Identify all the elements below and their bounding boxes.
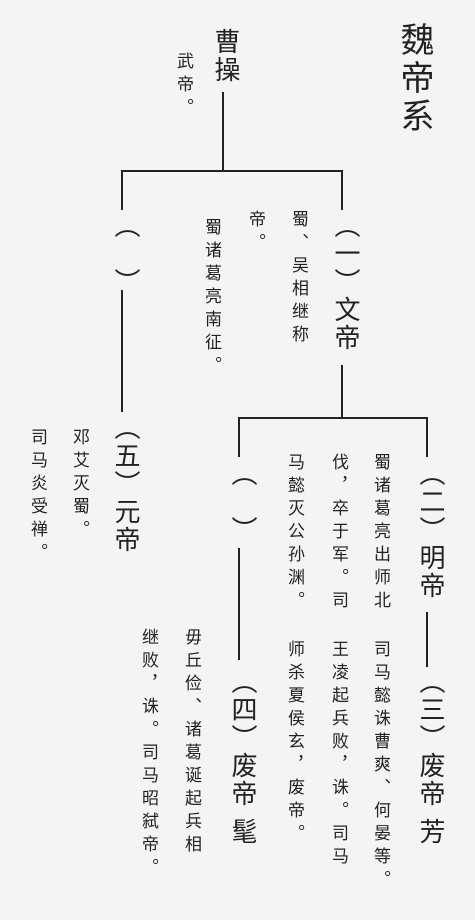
wendi-note-col1: 蜀、吴相继称 — [288, 210, 308, 348]
feidi-fang-note-col1: 司马懿诛曹爽、何晏等。 — [370, 640, 390, 893]
feidi-mao-note-col2: 继败，诛。司马昭弑帝。 — [138, 628, 158, 881]
gap2-placeholder: （ ） — [227, 460, 257, 544]
bracket-left-2 — [238, 417, 240, 457]
wendi-label: （一）文帝 — [330, 212, 360, 352]
gap2-line — [238, 548, 240, 660]
mingdi-label: （二）明帝 — [415, 460, 445, 600]
feidi-fang-note-col3: 师杀夏侯玄，废帝。 — [284, 640, 304, 847]
yuandi-label: （五）元帝 — [110, 414, 140, 554]
bracket-top-2 — [238, 417, 428, 419]
feidi-mao-note-col1: 毋丘俭、诸葛诞起兵相 — [181, 628, 201, 858]
bracket-left-1 — [121, 170, 123, 210]
mingdi-note-col2: 伐，卒于军。司 — [328, 453, 348, 614]
yuandi-note-col2: 司马炎受禅。 — [27, 428, 47, 566]
root-note: 武帝。 — [173, 52, 193, 121]
wendi-stem — [341, 365, 343, 419]
feidi-mao-label: （四）废帝 髦 — [227, 668, 257, 847]
root-name: 曹操 — [210, 28, 240, 84]
bracket-right-1 — [341, 170, 343, 210]
gap1-placeholder: （ ） — [110, 212, 140, 296]
bracket-top-1 — [121, 170, 343, 172]
root-stem — [222, 92, 224, 172]
feidi-fang-note-col2: 王凌起兵败，诛。司马 — [328, 640, 348, 870]
bracket-right-2 — [426, 417, 428, 457]
feidi-fang-label: （三）废帝 芳 — [415, 668, 445, 847]
page-title: 魏帝系 — [394, 22, 434, 136]
mingdi-stem — [426, 612, 428, 667]
yuandi-note-col1: 邓艾灭蜀。 — [69, 428, 89, 543]
wendi-note-col2: 帝。 — [245, 210, 265, 256]
mingdi-note-col1: 蜀诸葛亮出师北 — [370, 453, 390, 614]
wendi-note-col3: 蜀诸葛亮南征。 — [201, 218, 221, 379]
mingdi-note-col3: 马懿灭公孙渊。 — [284, 453, 304, 614]
gap1-line — [121, 290, 123, 412]
